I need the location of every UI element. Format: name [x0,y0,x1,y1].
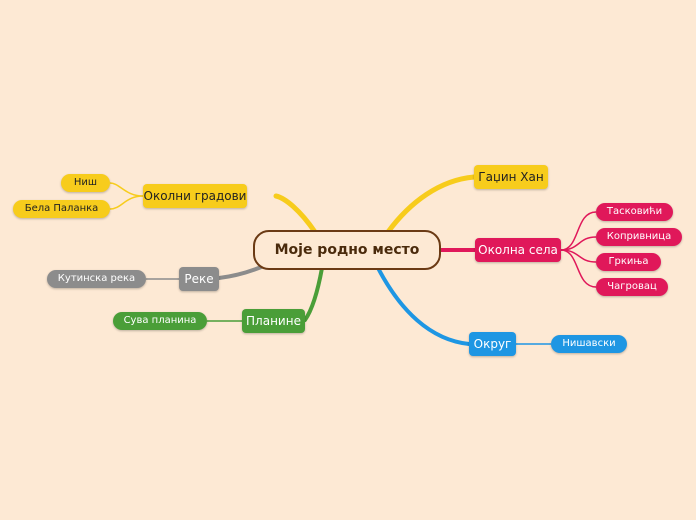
subtopic-nish[interactable]: Ниш [61,174,110,192]
root-node[interactable]: Моје родно место [253,230,441,270]
topic-gadjin-han[interactable]: Гаџин Хан [474,165,548,189]
topic-okolni-gradovi[interactable]: Околни градови [143,184,247,208]
link-okolni-gradovi-bela-palanka [109,195,144,210]
link-okolna-sela-cagrovac [560,249,597,288]
subtopic-taskovici[interactable]: Тасковићи [596,203,673,221]
link-root-okrug [376,266,471,346]
subtopic-koprivnica[interactable]: Копривница [596,228,682,246]
subtopic-suva-planina[interactable]: Сува планина [113,312,207,330]
topic-okrug[interactable]: Округ [469,332,516,356]
link-okolni-gradovi-nish [109,182,144,197]
link-root-okolni-gradovi [273,193,318,235]
link-root-gadjin-han [385,174,477,235]
topic-reke[interactable]: Реке [179,267,219,291]
subtopic-nisavski[interactable]: Нишавски [551,335,627,353]
link-root-planine [303,266,324,322]
link-okolna-sela-taskovici [560,211,597,251]
subtopic-grkinja[interactable]: Гркиња [596,253,661,271]
topic-okolna-sela[interactable]: Околна села [475,238,561,262]
subtopic-kutinska-reka[interactable]: Кутинска река [47,270,146,288]
subtopic-bela-palanka[interactable]: Бела Паланка [13,200,110,218]
subtopic-cagrovac[interactable]: Чагровац [596,278,668,296]
topic-planine[interactable]: Планине [242,309,305,333]
